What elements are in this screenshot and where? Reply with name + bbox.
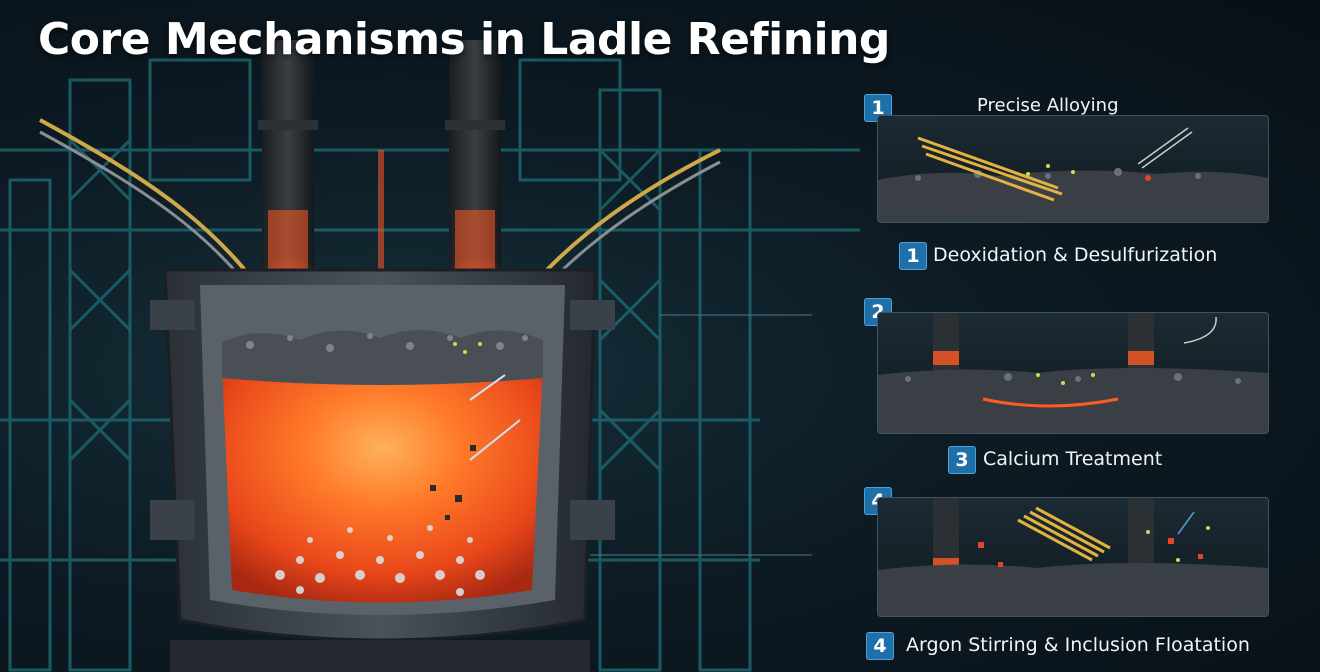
- panel-calcium: [877, 497, 1269, 617]
- step-label-argon: Argon Stirring & Inclusion Floatation: [906, 634, 1250, 656]
- panel-deoxidation: [877, 312, 1269, 434]
- ladle-illustration: [0, 40, 860, 672]
- panel-precise-alloying: [877, 115, 1269, 223]
- step-label-calcium: Calcium Treatment: [983, 448, 1163, 470]
- molten-steel: [222, 365, 543, 603]
- calcium-treatment-image: [878, 498, 1268, 616]
- step-label-precise-alloying: Precise Alloying: [977, 95, 1119, 116]
- slag-layer: [222, 330, 543, 385]
- step-badge-3: 3: [948, 446, 976, 474]
- precise-alloying-image: [878, 127, 1268, 222]
- step-badge-1b: 1: [899, 242, 927, 270]
- step-label-deoxidation: Deoxidation & Desulfurization: [933, 244, 1218, 266]
- deoxidation-image: [878, 313, 1268, 433]
- step-badge-4b: 4: [866, 632, 894, 660]
- page-title: Core Mechanisms in Ladle Refining: [38, 14, 890, 65]
- argon-bubbles: [275, 525, 485, 596]
